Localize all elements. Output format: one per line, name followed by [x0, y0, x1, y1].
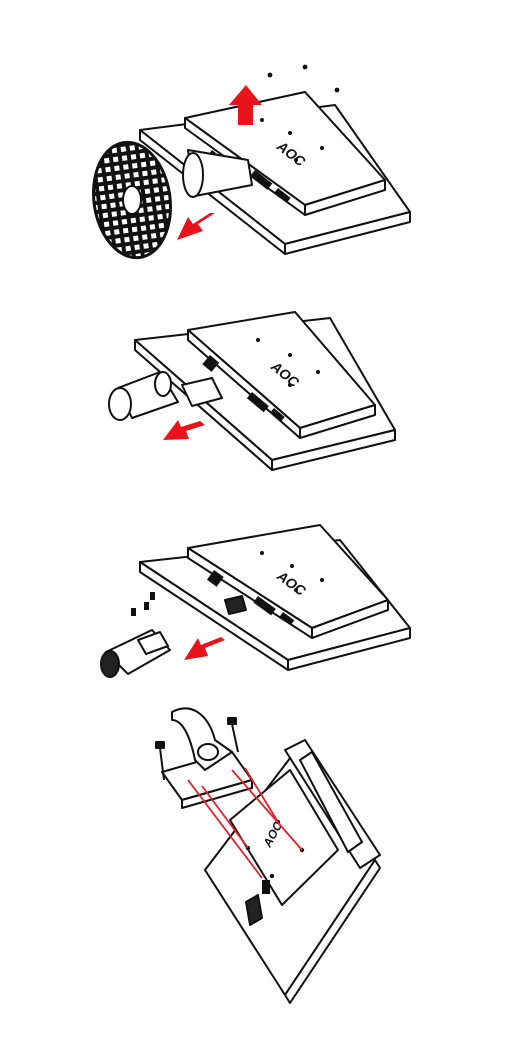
screw-icon — [131, 592, 155, 616]
step-1-panel: AOC — [86, 65, 410, 263]
arrow-icon — [163, 420, 205, 440]
step-4-panel: AOC — [156, 708, 380, 1003]
step-2-panel: AOC — [109, 312, 395, 470]
step-3-panel: AOC — [101, 525, 410, 677]
arrow-icon — [184, 637, 225, 660]
arrow-icon — [177, 213, 215, 240]
